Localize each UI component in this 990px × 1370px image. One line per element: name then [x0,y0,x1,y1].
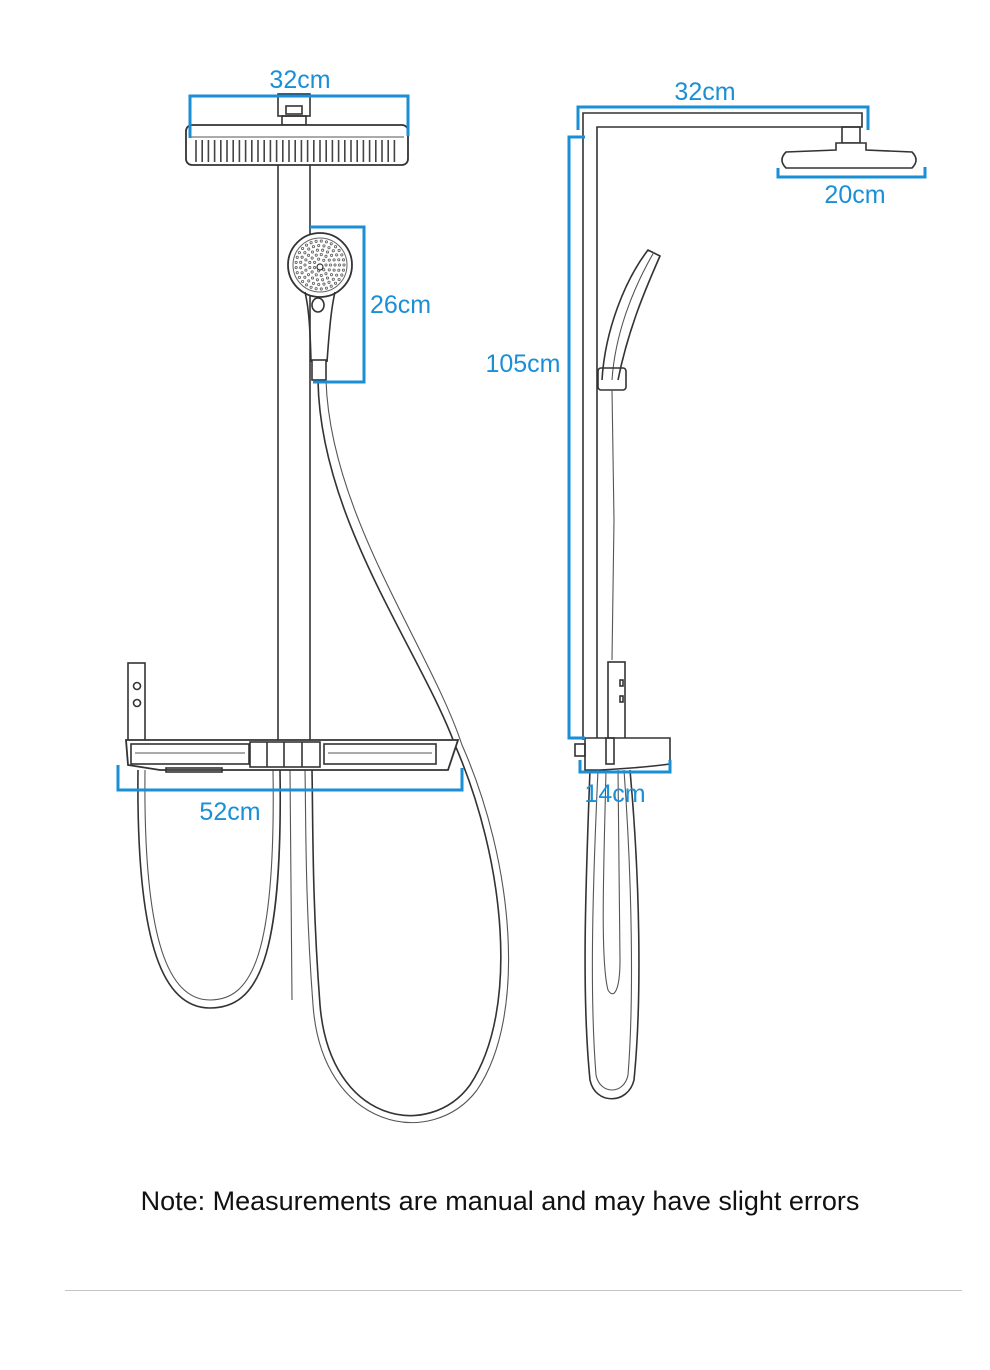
wall-bracket [127,662,146,743]
shower-arm [582,112,863,740]
hand-shower-side [597,248,662,661]
hand-shower-length-label: 26cm [370,291,431,319]
valve-side [574,661,671,771]
top-width-label: 32cm [269,66,330,94]
hoses-side [584,769,640,1100]
side-view: 32cm 20cm 105cm 14cm [485,78,927,1100]
rain-shower-head [185,124,409,166]
height-label: 105cm [485,350,560,378]
thermostatic-shelf [125,739,460,773]
shelf-width-label: 52cm [199,798,260,826]
hand-shower [287,232,353,381]
dimension-lines-side [567,105,927,774]
shelf-depth-label: 14cm [584,780,645,808]
head-diameter-label: 20cm [824,181,885,209]
rain-shower-head-side [781,126,917,169]
arm-length-label: 32cm [674,78,735,106]
dimension-lines-front [116,94,464,792]
hoses [137,379,510,1123]
ceiling-mount [277,93,311,126]
measurement-note: Note: Measurements are manual and may ha… [140,1186,860,1216]
divider [65,1290,962,1291]
front-view: 32cm 26cm 52cm [116,66,510,1123]
